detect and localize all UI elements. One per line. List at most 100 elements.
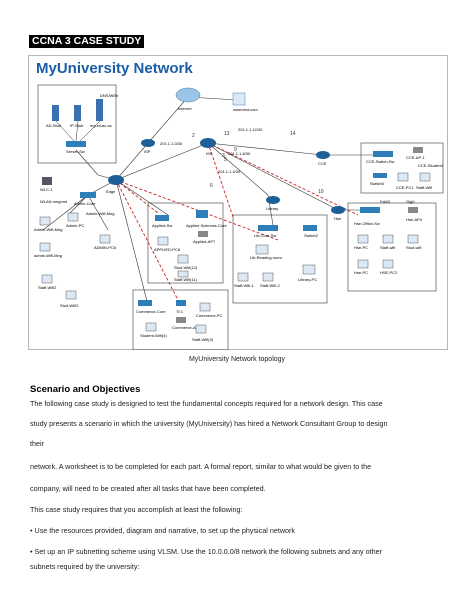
hse-ap-icon [408, 207, 418, 213]
isp-core-router-icon [200, 138, 216, 148]
svg-text:201.1.1.4/30: 201.1.1.4/30 [218, 169, 241, 174]
svg-text:CCE-AP-1: CCE-AP-1 [406, 155, 425, 160]
svg-text:201.1.1.8/30: 201.1.1.8/30 [228, 151, 251, 156]
case-study-header: CCNA 3 CASE STUDY [29, 35, 145, 48]
paragraph-line-2: study presents a scenario in which the u… [30, 419, 388, 428]
svg-text:6: 6 [210, 183, 213, 189]
library-group-box [232, 214, 328, 304]
svg-text:Library-PC: Library-PC [298, 277, 317, 282]
svg-text:myuni-ac.za: myuni-ac.za [90, 123, 112, 128]
svg-text:Hse-AP4: Hse-AP4 [406, 217, 423, 222]
svg-text:HSE-PC2: HSE-PC2 [380, 270, 398, 275]
svg-text:5: 5 [224, 157, 227, 163]
wlc-icon [42, 177, 52, 185]
svg-text:Hse-PC: Hse-PC [354, 270, 368, 275]
diagram-title: MyUniversity Network [36, 60, 193, 77]
svg-text:Server-Sw: Server-Sw [66, 149, 85, 154]
cce-group-box [360, 142, 444, 194]
internet-cloud-icon [175, 87, 201, 103]
svg-text:Commerce-PC: Commerce-PC [196, 313, 223, 318]
cce-pc1-icon [397, 172, 409, 182]
svg-text:WLC-1: WLC-1 [40, 187, 53, 192]
hse-office-switch-icon [360, 207, 380, 213]
svg-text:201.1.1.12/30: 201.1.1.12/30 [238, 127, 263, 132]
hse-group-box [347, 202, 437, 292]
hse-router-icon [331, 206, 345, 214]
svg-text:Staff-Wifi(3): Staff-Wifi(3) [192, 337, 214, 342]
applied-group-box [147, 202, 224, 284]
commerce-core-icon [138, 300, 152, 306]
svg-text:Stud-Wifi(12): Stud-Wifi(12) [174, 265, 198, 270]
svg-text:Staff-Wifi-1: Staff-Wifi-1 [234, 283, 254, 288]
svg-text:Admin-PC: Admin-PC [66, 223, 84, 228]
svg-text:Staff-Wifi2: Staff-Wifi2 [38, 285, 57, 290]
edge-router-icon [108, 175, 124, 185]
svg-text:Switch2: Switch2 [304, 233, 319, 238]
network-topology-diagram: DNS/WEb AD-Stub IP-Stub myuni-ac.za Serv… [28, 55, 448, 350]
switch2-icon [303, 225, 317, 231]
svg-text:3: 3 [222, 153, 225, 159]
cce-router-icon [316, 151, 330, 159]
bullet-item-1: • Use the resources provided, diagram an… [30, 526, 295, 535]
svg-text:Hse-PC: Hse-PC [354, 245, 368, 250]
cce-ap-icon [413, 147, 423, 153]
lib-reading-pc-icon [255, 244, 269, 255]
svg-text:ISP: ISP [206, 151, 213, 156]
svg-text:admin-Wifi-Mng: admin-Wifi-Mng [34, 253, 62, 258]
svg-text:Staff-wifi: Staff-wifi [380, 245, 395, 250]
svg-text:Staff-Wifi(11): Staff-Wifi(11) [174, 277, 198, 282]
svg-text:WLAN mngmnt: WLAN mngmnt [40, 199, 68, 204]
lib-core-switch-icon [258, 225, 278, 231]
svg-text:CCE: CCE [318, 161, 327, 166]
svg-text:10: 10 [318, 189, 324, 195]
applied-core-icon [196, 210, 208, 218]
svg-text:Tf-1: Tf-1 [176, 309, 184, 314]
svg-text:ISP: ISP [144, 149, 151, 154]
svg-text:Staff-Wifi-2: Staff-Wifi-2 [260, 283, 280, 288]
svg-text:Admin-Core: Admin-Core [74, 201, 96, 206]
paragraph-line-6: This case study requires that you accomp… [30, 505, 243, 514]
svg-text:CCE-Switch-Sw: CCE-Switch-Sw [366, 159, 395, 164]
commerce-group-box [132, 289, 229, 350]
diagram-caption: MyUniversity Network topology [188, 356, 286, 363]
switch0-icon [373, 173, 387, 178]
svg-text:Stud-Wifi2: Stud-Wifi2 [60, 303, 79, 308]
svg-text:APPLIED-PC8: APPLIED-PC8 [154, 247, 181, 252]
www-server-icon [232, 92, 246, 106]
svg-text:Commerce-Core: Commerce-Core [136, 309, 166, 314]
svg-text:Hse-Office-Sw: Hse-Office-Sw [354, 221, 380, 226]
section-heading: Scenario and Objectives [30, 384, 141, 395]
server-switch-icon [66, 141, 86, 147]
paragraph-line-4: network. A worksheet is to be completed … [30, 462, 372, 471]
svg-text:Admin-Wifi-Mng: Admin-Wifi-Mng [86, 211, 114, 216]
svg-text:IP-Stub: IP-Stub [70, 123, 84, 128]
svg-text:13: 13 [224, 131, 230, 137]
svg-text:Student-Wifi(4): Student-Wifi(4) [140, 333, 167, 338]
svg-text:CCE-StudentI: CCE-StudentI [418, 163, 443, 168]
svg-text:CCE-PC1: CCE-PC1 [396, 185, 414, 190]
paragraph-line-3: their [30, 439, 44, 448]
admin-core-switch-icon [80, 192, 96, 198]
bullet-item-2-continued: subnets required by the university: [30, 562, 140, 571]
svg-text:Applied-AP7: Applied-AP7 [193, 239, 216, 244]
svg-text:Applied-Sw: Applied-Sw [152, 223, 172, 228]
svg-text:Admin-Wifi-Mng: Admin-Wifi-Mng [34, 227, 62, 232]
bullet-item-2: • Set up an IP subnetting scheme using V… [30, 547, 382, 556]
svg-text:9: 9 [234, 147, 237, 153]
svg-text:Lib-Reading room: Lib-Reading room [250, 255, 282, 260]
svg-text:Staff-Wifi: Staff-Wifi [416, 185, 432, 190]
library-router-icon [266, 196, 280, 204]
dns-label: DNS/WEb [100, 93, 119, 98]
ad-stub-server-icon [52, 105, 59, 121]
svg-text:Hse: Hse [334, 216, 342, 221]
paragraph-line-1: The following case study is designed to … [30, 399, 383, 408]
svg-text:Applied Sciences-Core: Applied Sciences-Core [186, 223, 227, 228]
ip-stub-server-icon [74, 105, 81, 121]
svg-text:Lib-Core-Sw: Lib-Core-Sw [254, 233, 276, 238]
svg-text:Library: Library [266, 206, 278, 211]
svg-text:14: 14 [290, 131, 296, 137]
svg-text:Fa0/2: Fa0/2 [380, 199, 391, 204]
paragraph-line-5: company, will need to be created after a… [30, 484, 266, 493]
svg-text:201.1.1.0/30: 201.1.1.0/30 [160, 141, 183, 146]
svg-text:Edge: Edge [106, 189, 116, 194]
